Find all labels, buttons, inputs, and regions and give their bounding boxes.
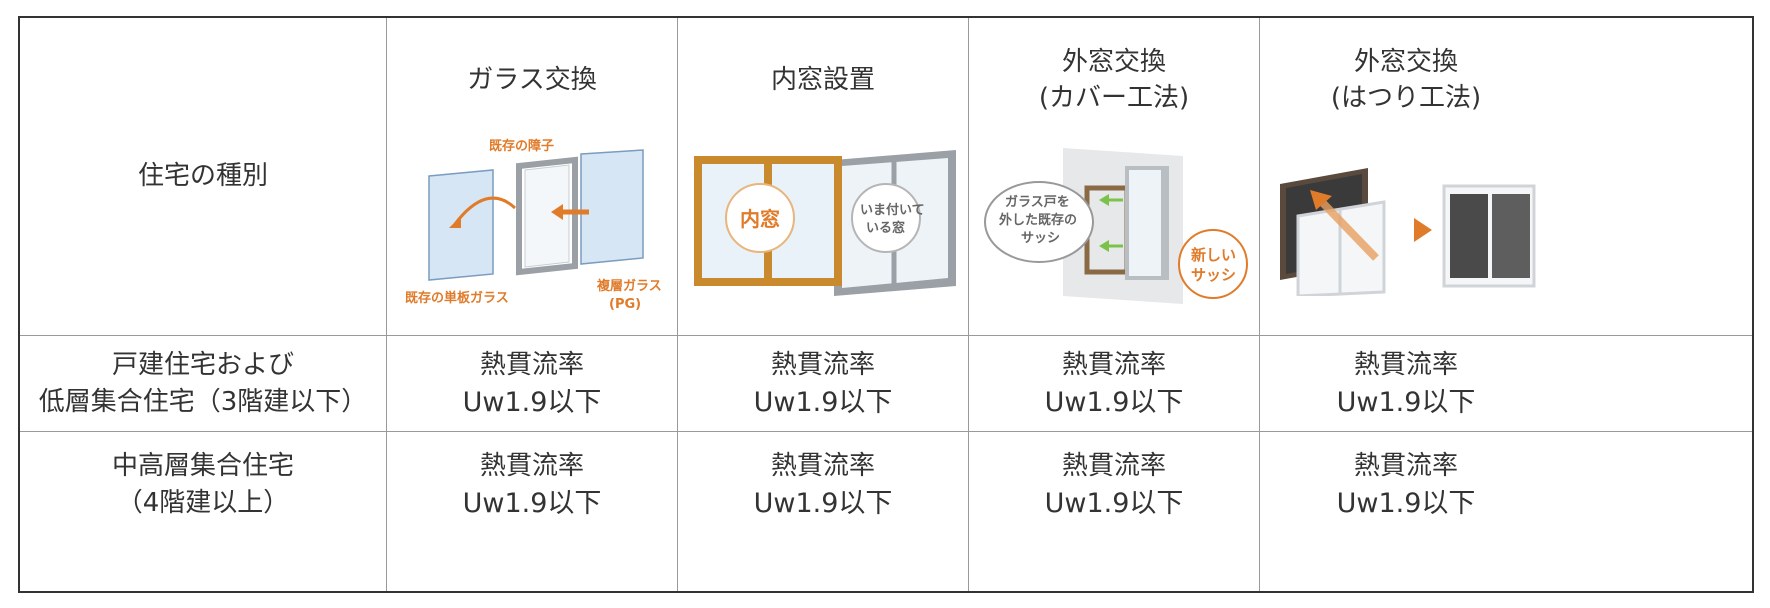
row-divider (20, 335, 1752, 336)
column-divider (386, 18, 387, 591)
row-label-line-2: （4階建以上） (116, 488, 290, 518)
row-label-low-rise: 戸建住宅および 低層集合住宅（3階建以下） (20, 336, 386, 431)
value-cell: 熱貫流率 Uw1.9以下 (387, 432, 677, 591)
new-sash-label-1: 新しい (1191, 246, 1236, 264)
column-title: ガラス交換 (467, 65, 597, 95)
value-cell: 熱貫流率 Uw1.9以下 (1260, 432, 1552, 591)
housing-type-label: 住宅の種別 (137, 161, 268, 191)
value-cell: 熱貫流率 Uw1.9以下 (678, 336, 968, 431)
value-cell: 熱貫流率 Uw1.9以下 (969, 432, 1259, 591)
header-cell-glass-replacement: ガラス交換 既存の障子 既存の単板ガラス 複層ガラス (PG) (387, 18, 677, 335)
value-line-2: Uw1.9以下 (462, 386, 602, 418)
column-title-line-1: 外窓交換 (1353, 47, 1458, 77)
column-divider (968, 18, 969, 591)
value-line-1: 熱貫流率 (1061, 349, 1166, 380)
row-divider (20, 431, 1752, 432)
new-sash-label-2: サッシ (1191, 266, 1236, 284)
value-line-2: Uw1.9以下 (753, 488, 893, 519)
row-label-mid-high-rise: 中高層集合住宅 （4階建以上） (20, 432, 386, 591)
value-line-2: Uw1.9以下 (753, 386, 893, 418)
header-cell-cover-method: 外窓交換 (カバー工法) ガラス戸を 外した既存の サッシ 新しい サッシ (969, 18, 1259, 335)
column-title-line-2: (カバー工法) (1038, 83, 1190, 113)
value-cell: 熱貫流率 Uw1.9以下 (969, 336, 1259, 431)
header-cell-inner-window: 内窓設置 内窓 いま付いて いる窓 (678, 18, 968, 335)
existing-sash-bubble-1: ガラス戸を (1005, 195, 1070, 210)
value-line-1: 熱貫流率 (479, 349, 584, 380)
header-cell-chipping-method: 外窓交換 (はつり工法) (1260, 18, 1754, 335)
window-requirements-table: 住宅の種別 ガラス交換 既存の障子 既存の単板ガラス 複層ガラス (PG) 内窓… (18, 16, 1754, 593)
chipping-method-icon (1280, 168, 1536, 296)
glass-replacement-icon: 既存の障子 既存の単板ガラス 複層ガラス (PG) (405, 138, 662, 312)
inner-window-label: 内窓 (740, 207, 780, 231)
value-line-1: 熱貫流率 (1061, 451, 1166, 481)
value-line-1: 熱貫流率 (770, 451, 875, 481)
value-line-2: Uw1.9以下 (1336, 488, 1476, 519)
inner-window-icon: 内窓 いま付いて いる窓 (694, 150, 956, 296)
row-label-line-2: 低層集合住宅（3階建以下） (38, 386, 368, 417)
column-divider (1259, 18, 1260, 591)
value-line-2: Uw1.9以下 (1044, 488, 1184, 519)
column-title: 内窓設置 (770, 65, 875, 95)
existing-sash-label: 既存の障子 (489, 138, 554, 154)
value-cell: 熱貫流率 Uw1.9以下 (678, 432, 968, 591)
column-divider (677, 18, 678, 591)
existing-sash-bubble-2: 外した既存の (998, 212, 1077, 228)
cover-method-icon: ガラス戸を 外した既存の サッシ 新しい サッシ (984, 148, 1248, 304)
value-cell: 熱貫流率 Uw1.9以下 (387, 336, 677, 431)
row-label-line-1: 中高層集合住宅 (111, 451, 294, 481)
existing-glass-label: 既存の単板ガラス (405, 290, 509, 306)
value-line-1: 熱貫流率 (1353, 349, 1458, 380)
value-line-2: Uw1.9以下 (1044, 386, 1184, 418)
column-title-line-2: (はつり工法) (1330, 83, 1482, 113)
column-title-line-1: 外窓交換 (1061, 47, 1166, 77)
corner-header-cell: 住宅の種別 (20, 18, 386, 335)
value-line-1: 熱貫流率 (770, 349, 875, 380)
value-cell: 熱貫流率 Uw1.9以下 (1260, 336, 1552, 431)
new-glass-label-2: (PG) (609, 297, 641, 312)
existing-sash-bubble-3: サッシ (1021, 231, 1060, 246)
row-label-line-1: 戸建住宅および (111, 349, 294, 380)
existing-window-label-2: いる窓 (866, 220, 905, 236)
new-glass-label-1: 複層ガラス (596, 278, 662, 294)
value-line-1: 熱貫流率 (479, 451, 584, 481)
value-line-1: 熱貫流率 (1353, 451, 1458, 481)
value-line-2: Uw1.9以下 (462, 488, 602, 519)
existing-window-label-1: いま付いて (860, 202, 925, 218)
value-line-2: Uw1.9以下 (1336, 386, 1476, 418)
